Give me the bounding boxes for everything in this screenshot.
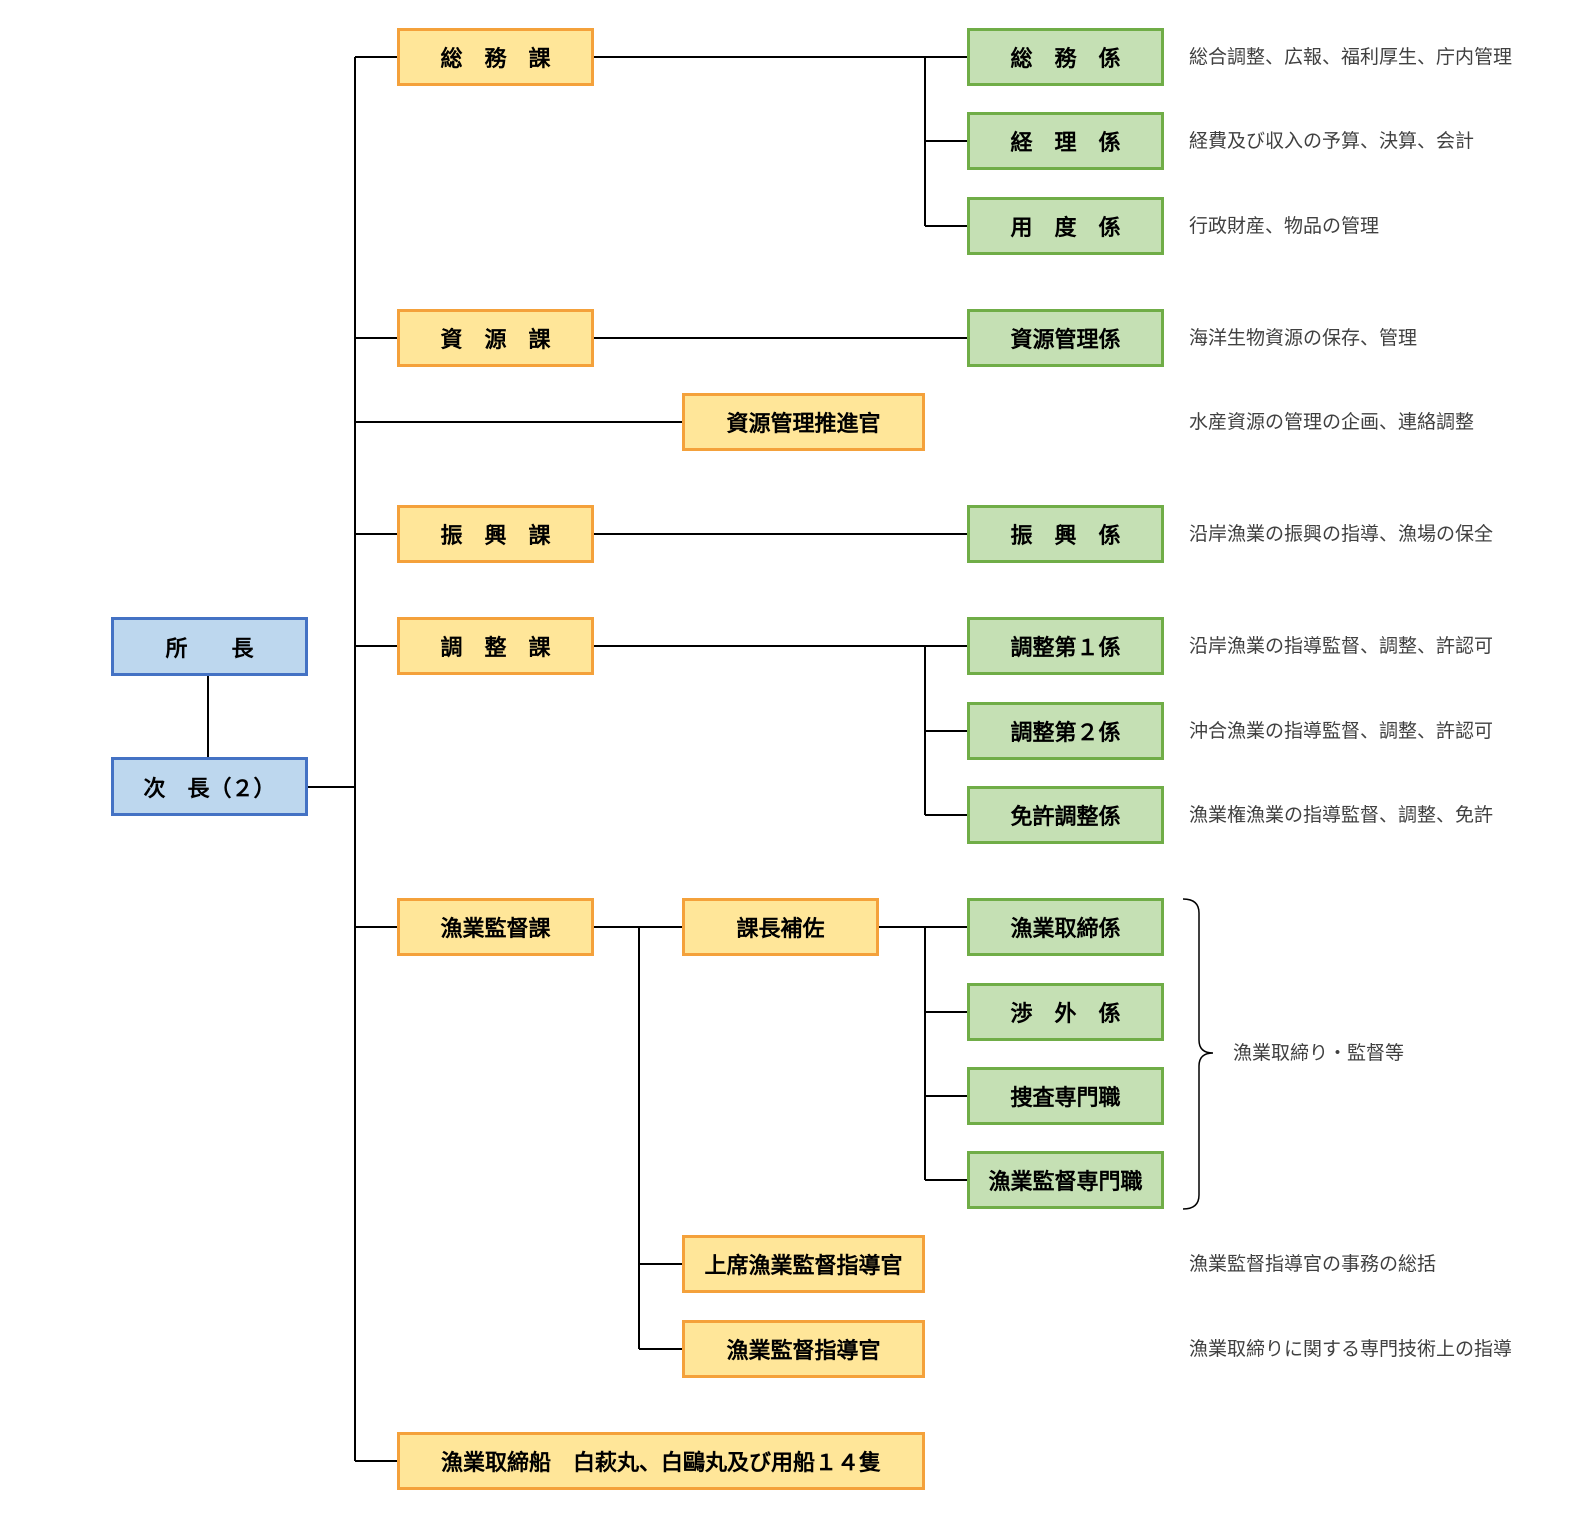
unit-supervision-1: 漁業取締係 (967, 898, 1164, 956)
resource-officer-box: 資源管理推進官 (682, 393, 925, 451)
desc-coordination-3: 漁業権漁業の指導監督、調整、免許 (1189, 804, 1494, 826)
senior-officer-box: 上席漁業監督指導官 (682, 1235, 925, 1293)
desc-promotion-1: 沿岸漁業の振興の指導、漁場の保全 (1189, 523, 1494, 545)
desc-resource-officer: 水産資源の管理の企画、連絡調整 (1189, 411, 1475, 433)
supervision-section-box: 漁業監督課 (397, 898, 594, 956)
unit-coordination-1: 調整第１係 (967, 617, 1164, 675)
desc-officer: 漁業取締りに関する専門技術上の指導 (1189, 1338, 1513, 1360)
desc-resources-1: 海洋生物資源の保存、管理 (1189, 327, 1418, 349)
desc-coordination-2: 沖合漁業の指導監督、調整、許認可 (1189, 720, 1494, 742)
unit-supervision-4: 漁業監督専門職 (967, 1151, 1164, 1209)
group-brace (1182, 898, 1214, 1210)
assistant-chief-box: 課長補佐 (682, 898, 879, 956)
unit-resources-1: 資源管理係 (967, 309, 1164, 367)
desc-senior-officer: 漁業監督指導官の事務の総括 (1189, 1253, 1437, 1275)
officer-box: 漁業監督指導官 (682, 1320, 925, 1378)
desc-general-affairs-3: 行政財産、物品の管理 (1189, 215, 1380, 237)
desc-supervision-group: 漁業取締り・監督等 (1233, 1042, 1405, 1064)
unit-supervision-2: 渉 外 係 (967, 983, 1164, 1041)
desc-general-affairs-1: 総合調整、広報、福利厚生、庁内管理 (1189, 46, 1513, 68)
desc-general-affairs-2: 経費及び収入の予算、決算、会計 (1189, 130, 1475, 152)
coordination-section-box: 調 整 課 (397, 617, 594, 675)
general-affairs-section-box: 総 務 課 (397, 28, 594, 86)
resources-section-box: 資 源 課 (397, 309, 594, 367)
unit-coordination-2: 調整第２係 (967, 702, 1164, 760)
desc-coordination-1: 沿岸漁業の指導監督、調整、許認可 (1189, 635, 1494, 657)
deputy-box: 次 長（２） (111, 757, 308, 816)
unit-general-affairs-1: 総 務 係 (967, 28, 1164, 86)
promotion-section-box: 振 興 課 (397, 505, 594, 563)
vessels-box: 漁業取締船 白萩丸、白鷗丸及び用船１４隻 (397, 1432, 925, 1490)
unit-coordination-3: 免許調整係 (967, 786, 1164, 844)
unit-general-affairs-2: 経 理 係 (967, 112, 1164, 170)
unit-general-affairs-3: 用 度 係 (967, 197, 1164, 255)
unit-supervision-3: 捜査専門職 (967, 1067, 1164, 1125)
unit-promotion-1: 振 興 係 (967, 505, 1164, 563)
chief-box: 所 長 (111, 617, 308, 676)
